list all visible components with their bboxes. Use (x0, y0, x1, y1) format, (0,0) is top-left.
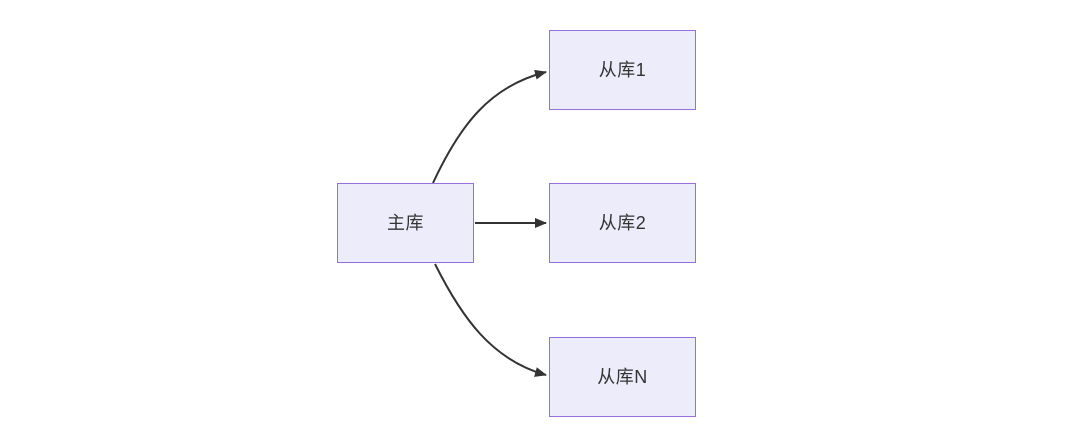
node-slave-db-n-label: 从库N (597, 367, 648, 387)
node-slave-db-1: 从库1 (549, 30, 696, 110)
node-master-db: 主库 (337, 183, 474, 263)
node-slave-db-1-label: 从库1 (598, 60, 647, 80)
node-slave-db-2-label: 从库2 (598, 213, 647, 233)
edge-master-to-slave1 (432, 69, 547, 184)
node-master-db-label: 主库 (387, 213, 424, 233)
edge-master-to-slaveN (434, 263, 547, 377)
node-slave-db-2: 从库2 (549, 183, 696, 263)
node-slave-db-n: 从库N (549, 337, 696, 417)
